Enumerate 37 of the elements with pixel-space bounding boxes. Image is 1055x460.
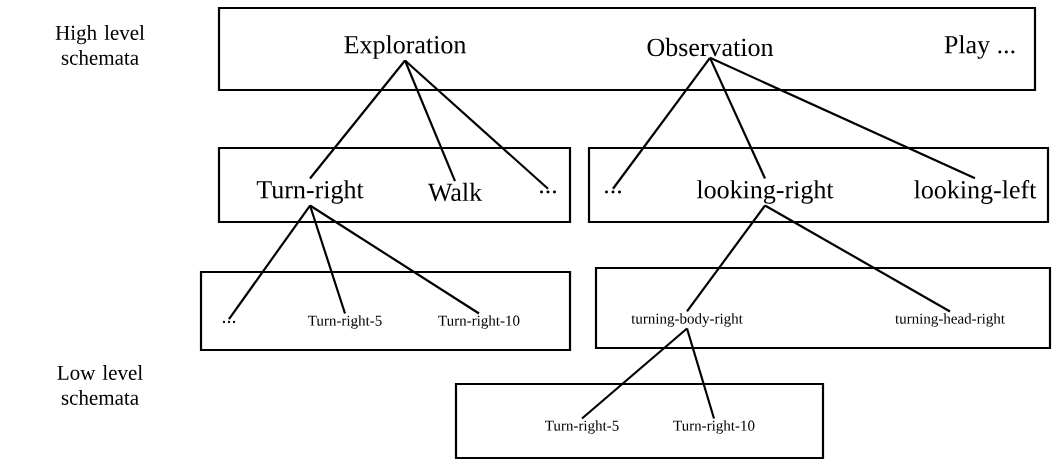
schema-box [587,146,1050,224]
connector-line [709,57,766,179]
schema-label: Turn-right-5 [545,420,619,434]
schema-box [217,6,1037,92]
connector-line [309,204,480,315]
schema-label: ... [604,190,622,194]
schema-label: Walk [427,182,483,202]
connector-line [686,204,766,313]
schema-label: looking-right [696,180,834,204]
schema-label: Exploration [344,35,466,59]
connector-line [404,60,457,182]
schema-box [217,146,572,224]
schema-label: Turn-right-10 [673,420,755,434]
schema-label: turning-head-right [895,313,1005,327]
schema-label: Turn-right-10 [438,315,520,329]
schema-box [454,382,825,460]
connector-line [309,59,406,180]
connector-line [308,205,347,314]
side-label: High level schemata [55,25,145,65]
schema-box [199,270,572,352]
schema-label: Turn-right [256,180,364,204]
connector-line [228,204,311,320]
connector-line [612,57,711,190]
side-label: Low level schemata [57,365,143,405]
schema-label: ... [539,190,557,194]
connector-line [404,59,549,190]
schema-label: Observation [647,37,774,57]
connector-line [581,327,688,420]
schema-box [594,266,1052,350]
schema-label: ... [222,320,236,324]
schema-label: Play ... [944,35,1015,59]
connector-line [685,328,716,419]
schema-label: turning-body-right [631,313,743,327]
connector-line [709,56,976,180]
schema-label: Turn-right-5 [308,315,382,329]
schema-label: looking-left [914,180,1037,204]
connector-line [764,204,951,313]
